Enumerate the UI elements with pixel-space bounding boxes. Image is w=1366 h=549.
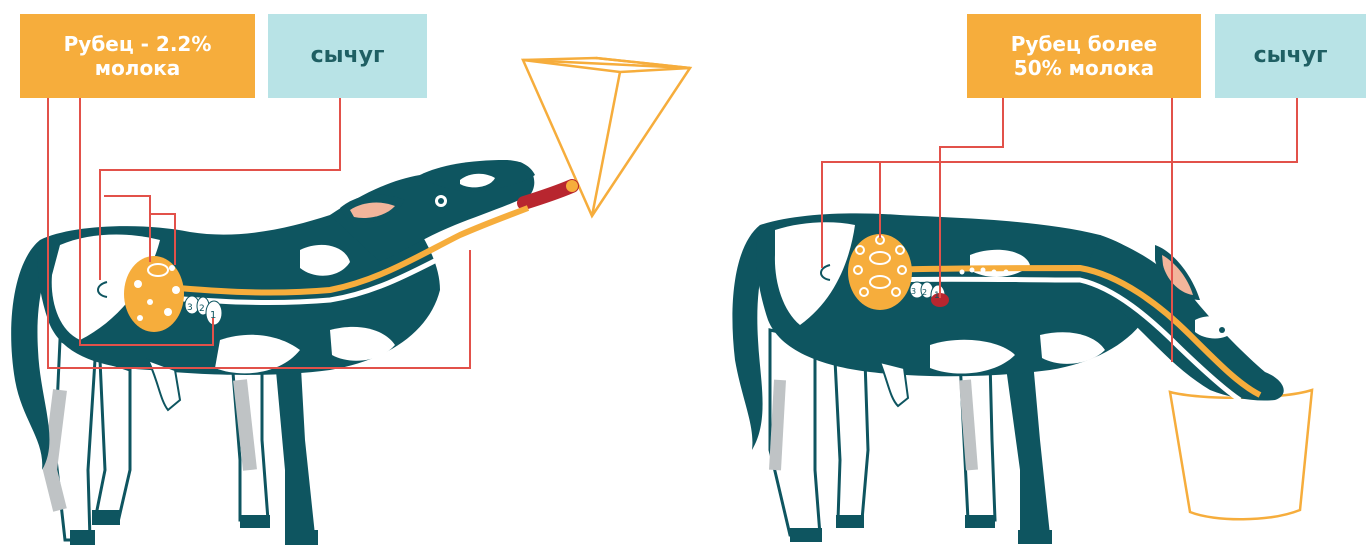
right-abomasum-text: сычуг [1253, 43, 1328, 68]
right-connector-lines [821, 98, 1298, 362]
rumen-icon [124, 256, 184, 332]
rumen-icon [848, 234, 912, 310]
stomach-label-three: 3 [911, 287, 916, 296]
right-calf-illustration: 3 2 1 [732, 213, 1314, 544]
bucket-icon [1168, 388, 1314, 521]
left-calf-illustration: 3 2 1 [11, 56, 693, 545]
bucket-icon [521, 56, 693, 219]
stomach-label-one: 1 [210, 310, 216, 321]
stomach-label-three: 3 [187, 303, 193, 313]
stomach-label-one: 1 [934, 291, 940, 301]
right-rumen-label: Рубец более 50% молока [967, 14, 1201, 98]
left-rumen-label: Рубец - 2.2% молока [20, 14, 255, 98]
right-rumen-text: Рубец более 50% молока [1010, 32, 1158, 80]
left-abomasum-text: сычуг [310, 43, 385, 68]
stomach-label-two: 2 [922, 288, 927, 297]
left-connector-lines [47, 98, 471, 369]
left-abomasum-label: сычуг [268, 14, 427, 98]
right-abomasum-label: сычуг [1215, 14, 1366, 98]
stomach-label-two: 2 [199, 304, 205, 314]
left-rumen-text: Рубец - 2.2% молока [63, 32, 212, 80]
